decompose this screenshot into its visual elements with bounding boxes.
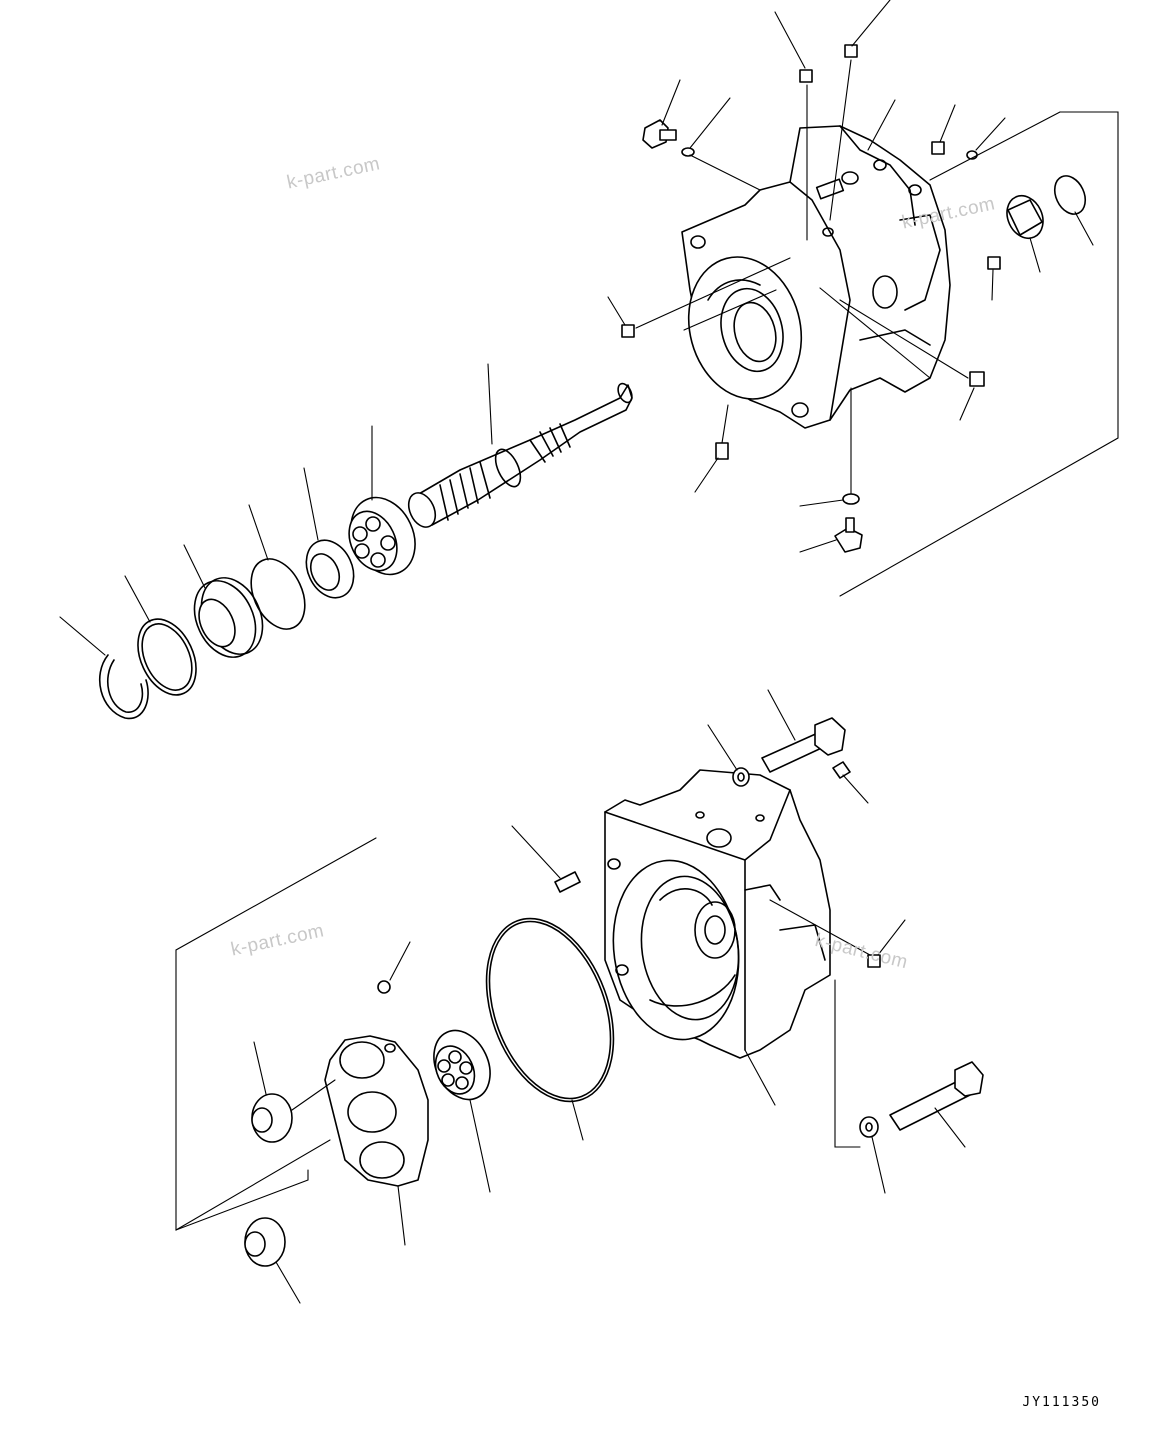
hardware-lower	[244, 871, 881, 1267]
roller-bearing-upper	[348, 496, 416, 576]
o-ring-upper	[250, 558, 306, 630]
drive-shaft	[407, 382, 633, 528]
retaining-ring	[137, 618, 197, 696]
valve-plate	[324, 1035, 429, 1187]
roller-bearing-lower	[433, 1029, 491, 1101]
ball-bearing-small	[305, 539, 355, 599]
bolt-upper	[732, 717, 851, 787]
hardware-upper	[621, 44, 1087, 553]
leader-lines-lower	[253, 689, 966, 1304]
drawing-id-code: JY111350	[1022, 1395, 1101, 1410]
snap-ring	[99, 654, 149, 720]
leader-lines-upper	[59, 0, 1094, 656]
pump-case-upper	[681, 125, 951, 429]
pump-case-lower	[604, 769, 831, 1059]
bolt-lower	[859, 1061, 984, 1138]
o-ring-large	[485, 917, 615, 1103]
upper-group-bracket	[839, 111, 1119, 597]
oil-seal	[193, 577, 264, 658]
